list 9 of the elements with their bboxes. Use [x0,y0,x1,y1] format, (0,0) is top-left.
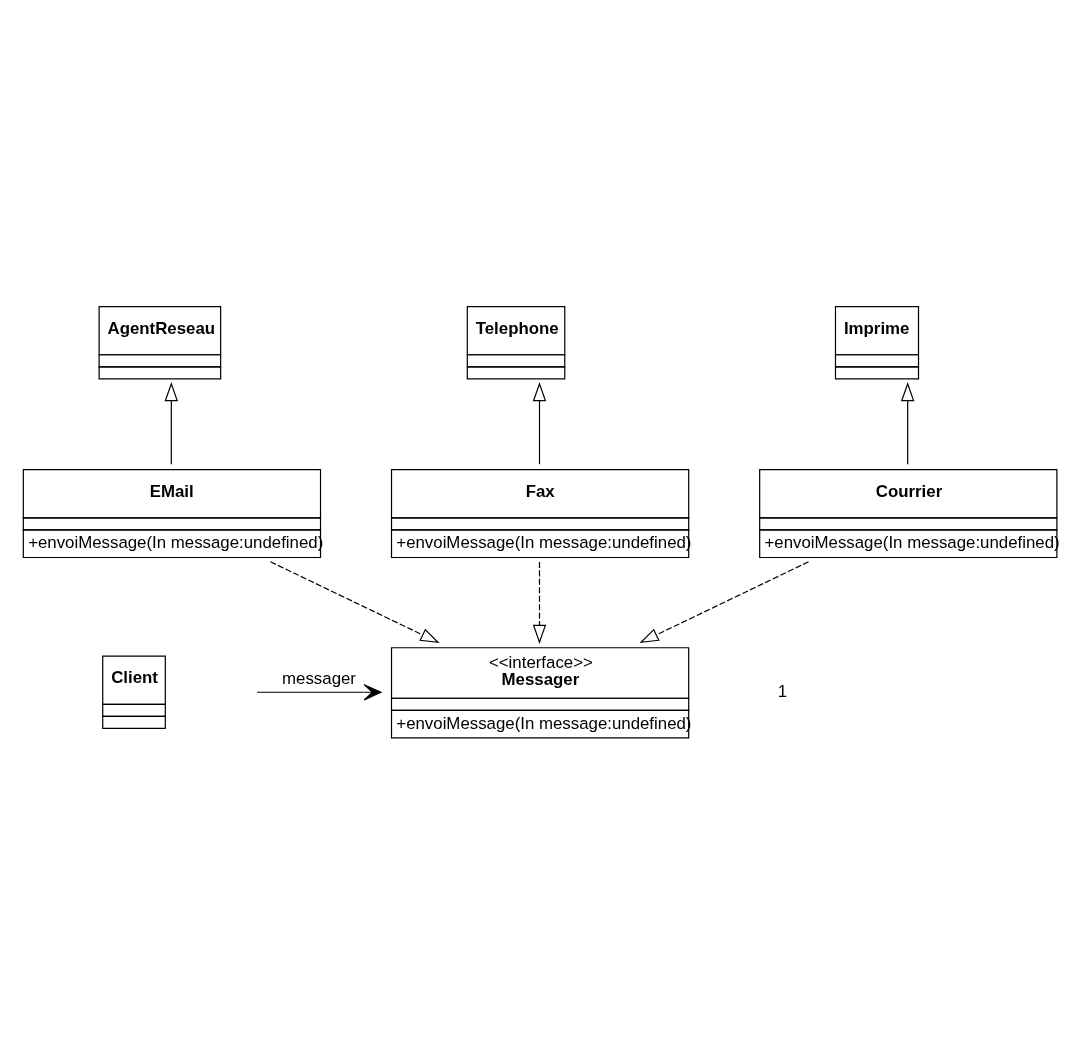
label: 1 [777,681,788,701]
arrow [164,381,179,465]
arrow [532,381,547,465]
arrow [532,561,547,645]
arrow [269,561,440,644]
arrow [900,381,915,465]
arrow [256,684,382,701]
arrow [639,561,810,644]
edge-label: messager [282,669,356,689]
